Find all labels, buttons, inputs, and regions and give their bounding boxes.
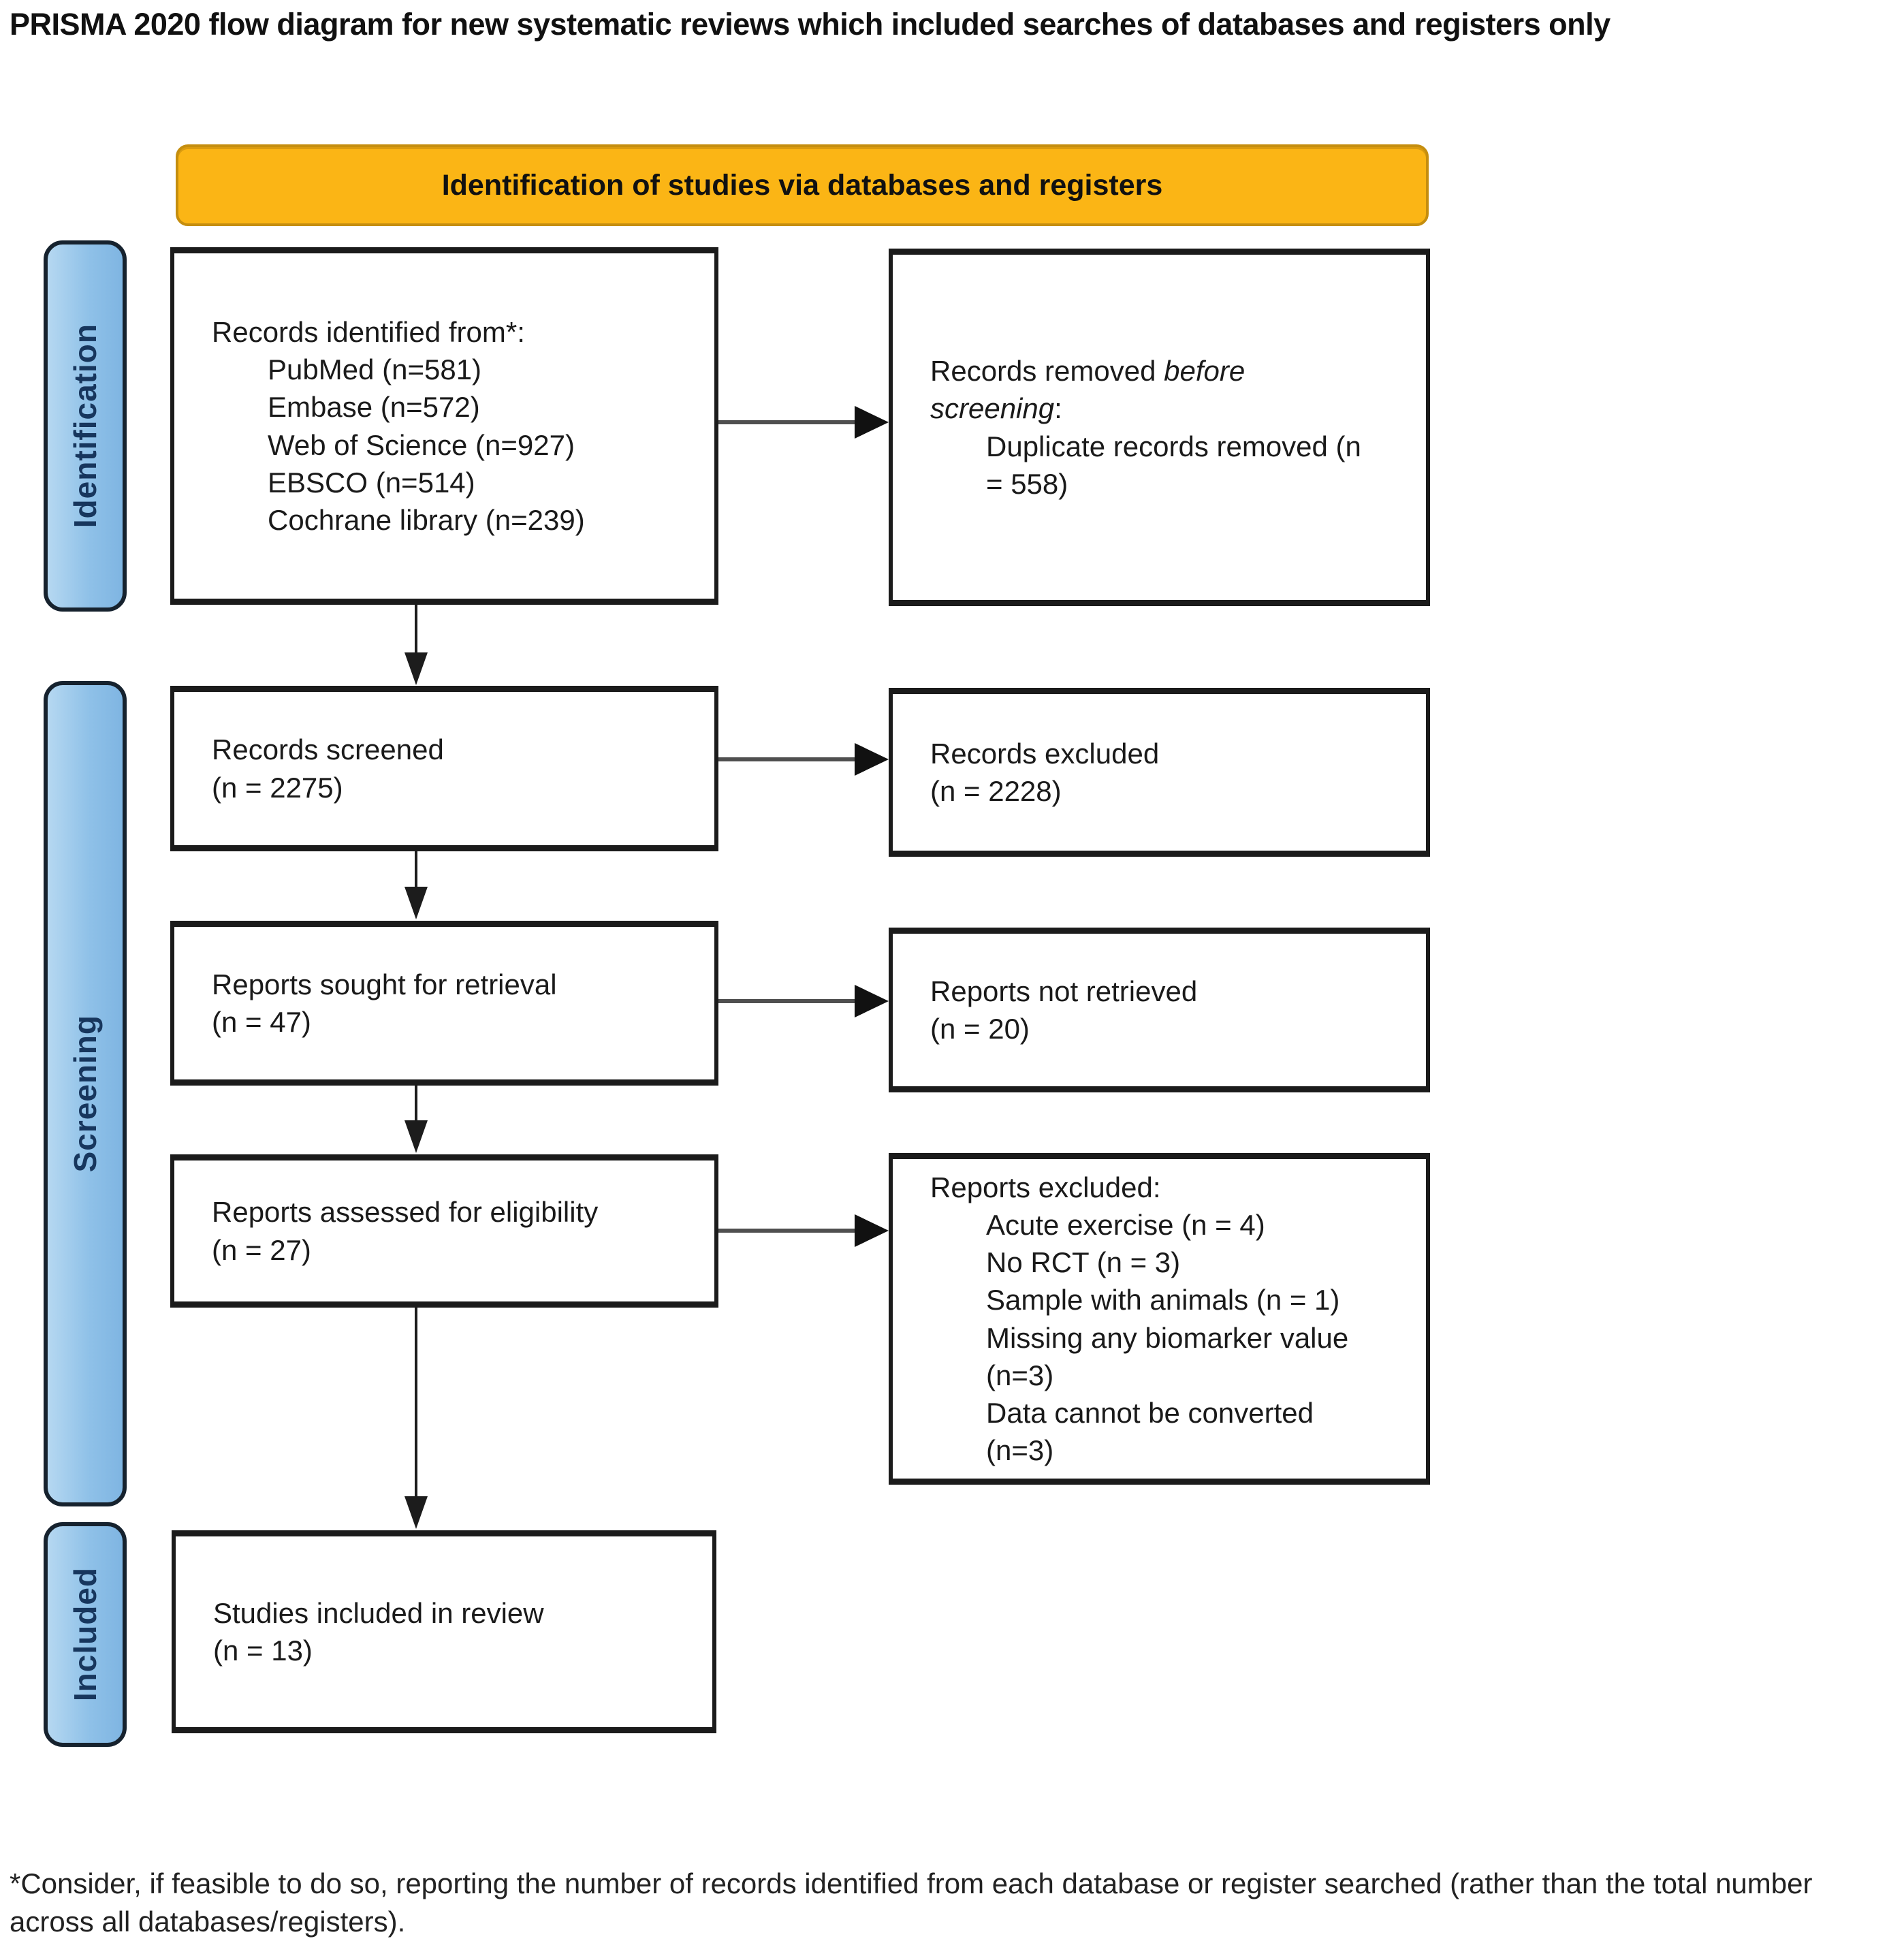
exclusion-reason-item: No RCT (n = 3) xyxy=(986,1246,1181,1279)
exclusion-reason-item: Sample with animals (n = 1) xyxy=(986,1284,1340,1316)
exclusion-reason-item: Acute exercise (n = 4) xyxy=(986,1209,1265,1242)
removal-reason-item: Duplicate records removed (n = 558) xyxy=(986,430,1361,500)
box-line: Reports not retrieved xyxy=(930,975,1198,1007)
identification-banner-label: Identification of studies via databases … xyxy=(441,168,1163,202)
database-count-item: EBSCO (n=514) xyxy=(268,466,475,499)
flow-box-reports-not-retrieved: Reports not retrieved (n = 20) xyxy=(889,928,1430,1092)
box-count: (n = 2228) xyxy=(930,775,1062,807)
stage-bar-identification: Identification xyxy=(44,240,127,612)
exclusion-reason-item: Data cannot be converted (n=3) xyxy=(986,1396,1314,1466)
flow-box-records-removed: Records removed before screening: Duplic… xyxy=(889,249,1430,606)
exclusion-reason-item: Missing any biomarker value (n=3) xyxy=(986,1321,1349,1391)
database-count-item: Web of Science (n=927) xyxy=(268,428,575,461)
box-line: Studies included in review xyxy=(213,1596,544,1629)
box-count: (n = 47) xyxy=(212,1006,311,1038)
italic-phrase: before screening xyxy=(930,355,1245,425)
box-heading: Records removed before screening: xyxy=(930,355,1245,425)
box-heading: Records identified from*: xyxy=(212,316,525,349)
flow-box-records-identified: Records identified from*: PubMed (n=581)… xyxy=(170,247,718,605)
database-count-item: Embase (n=572) xyxy=(268,391,480,424)
box-line: Records screened xyxy=(212,733,444,766)
flow-box-studies-included: Studies included in review (n = 13) xyxy=(172,1530,716,1733)
flow-box-reports-assessed: Reports assessed for eligibility (n = 27… xyxy=(170,1154,718,1308)
flow-box-reports-sought: Reports sought for retrieval (n = 47) xyxy=(170,921,718,1086)
flow-box-reports-excluded: Reports excluded: Acute exercise (n = 4)… xyxy=(889,1153,1430,1485)
box-line: Reports assessed for eligibility xyxy=(212,1196,599,1229)
box-line: Reports sought for retrieval xyxy=(212,968,557,1000)
footnote: *Consider, if feasible to do so, reporti… xyxy=(10,1867,1813,1938)
database-count-item: Cochrane library (n=239) xyxy=(268,503,585,536)
identification-banner: Identification of studies via databases … xyxy=(176,144,1429,226)
box-line: Records excluded xyxy=(930,737,1160,770)
box-heading: Reports excluded: xyxy=(930,1171,1161,1204)
flow-box-records-screened: Records screened (n = 2275) xyxy=(170,686,718,851)
stage-label-included: Included xyxy=(67,1567,103,1702)
box-count: (n = 27) xyxy=(212,1233,311,1266)
stage-label-identification: Identification xyxy=(67,323,103,528)
stage-bar-screening: Screening xyxy=(44,681,127,1506)
box-count: (n = 2275) xyxy=(212,771,343,804)
database-count-item: PubMed (n=581) xyxy=(268,353,482,386)
stage-label-screening: Screening xyxy=(67,1015,103,1173)
box-count: (n = 20) xyxy=(930,1013,1030,1045)
box-count: (n = 13) xyxy=(213,1635,313,1667)
stage-bar-included: Included xyxy=(44,1522,127,1747)
page-title: PRISMA 2020 flow diagram for new systema… xyxy=(10,7,1611,42)
flow-box-records-excluded: Records excluded (n = 2228) xyxy=(889,688,1430,857)
